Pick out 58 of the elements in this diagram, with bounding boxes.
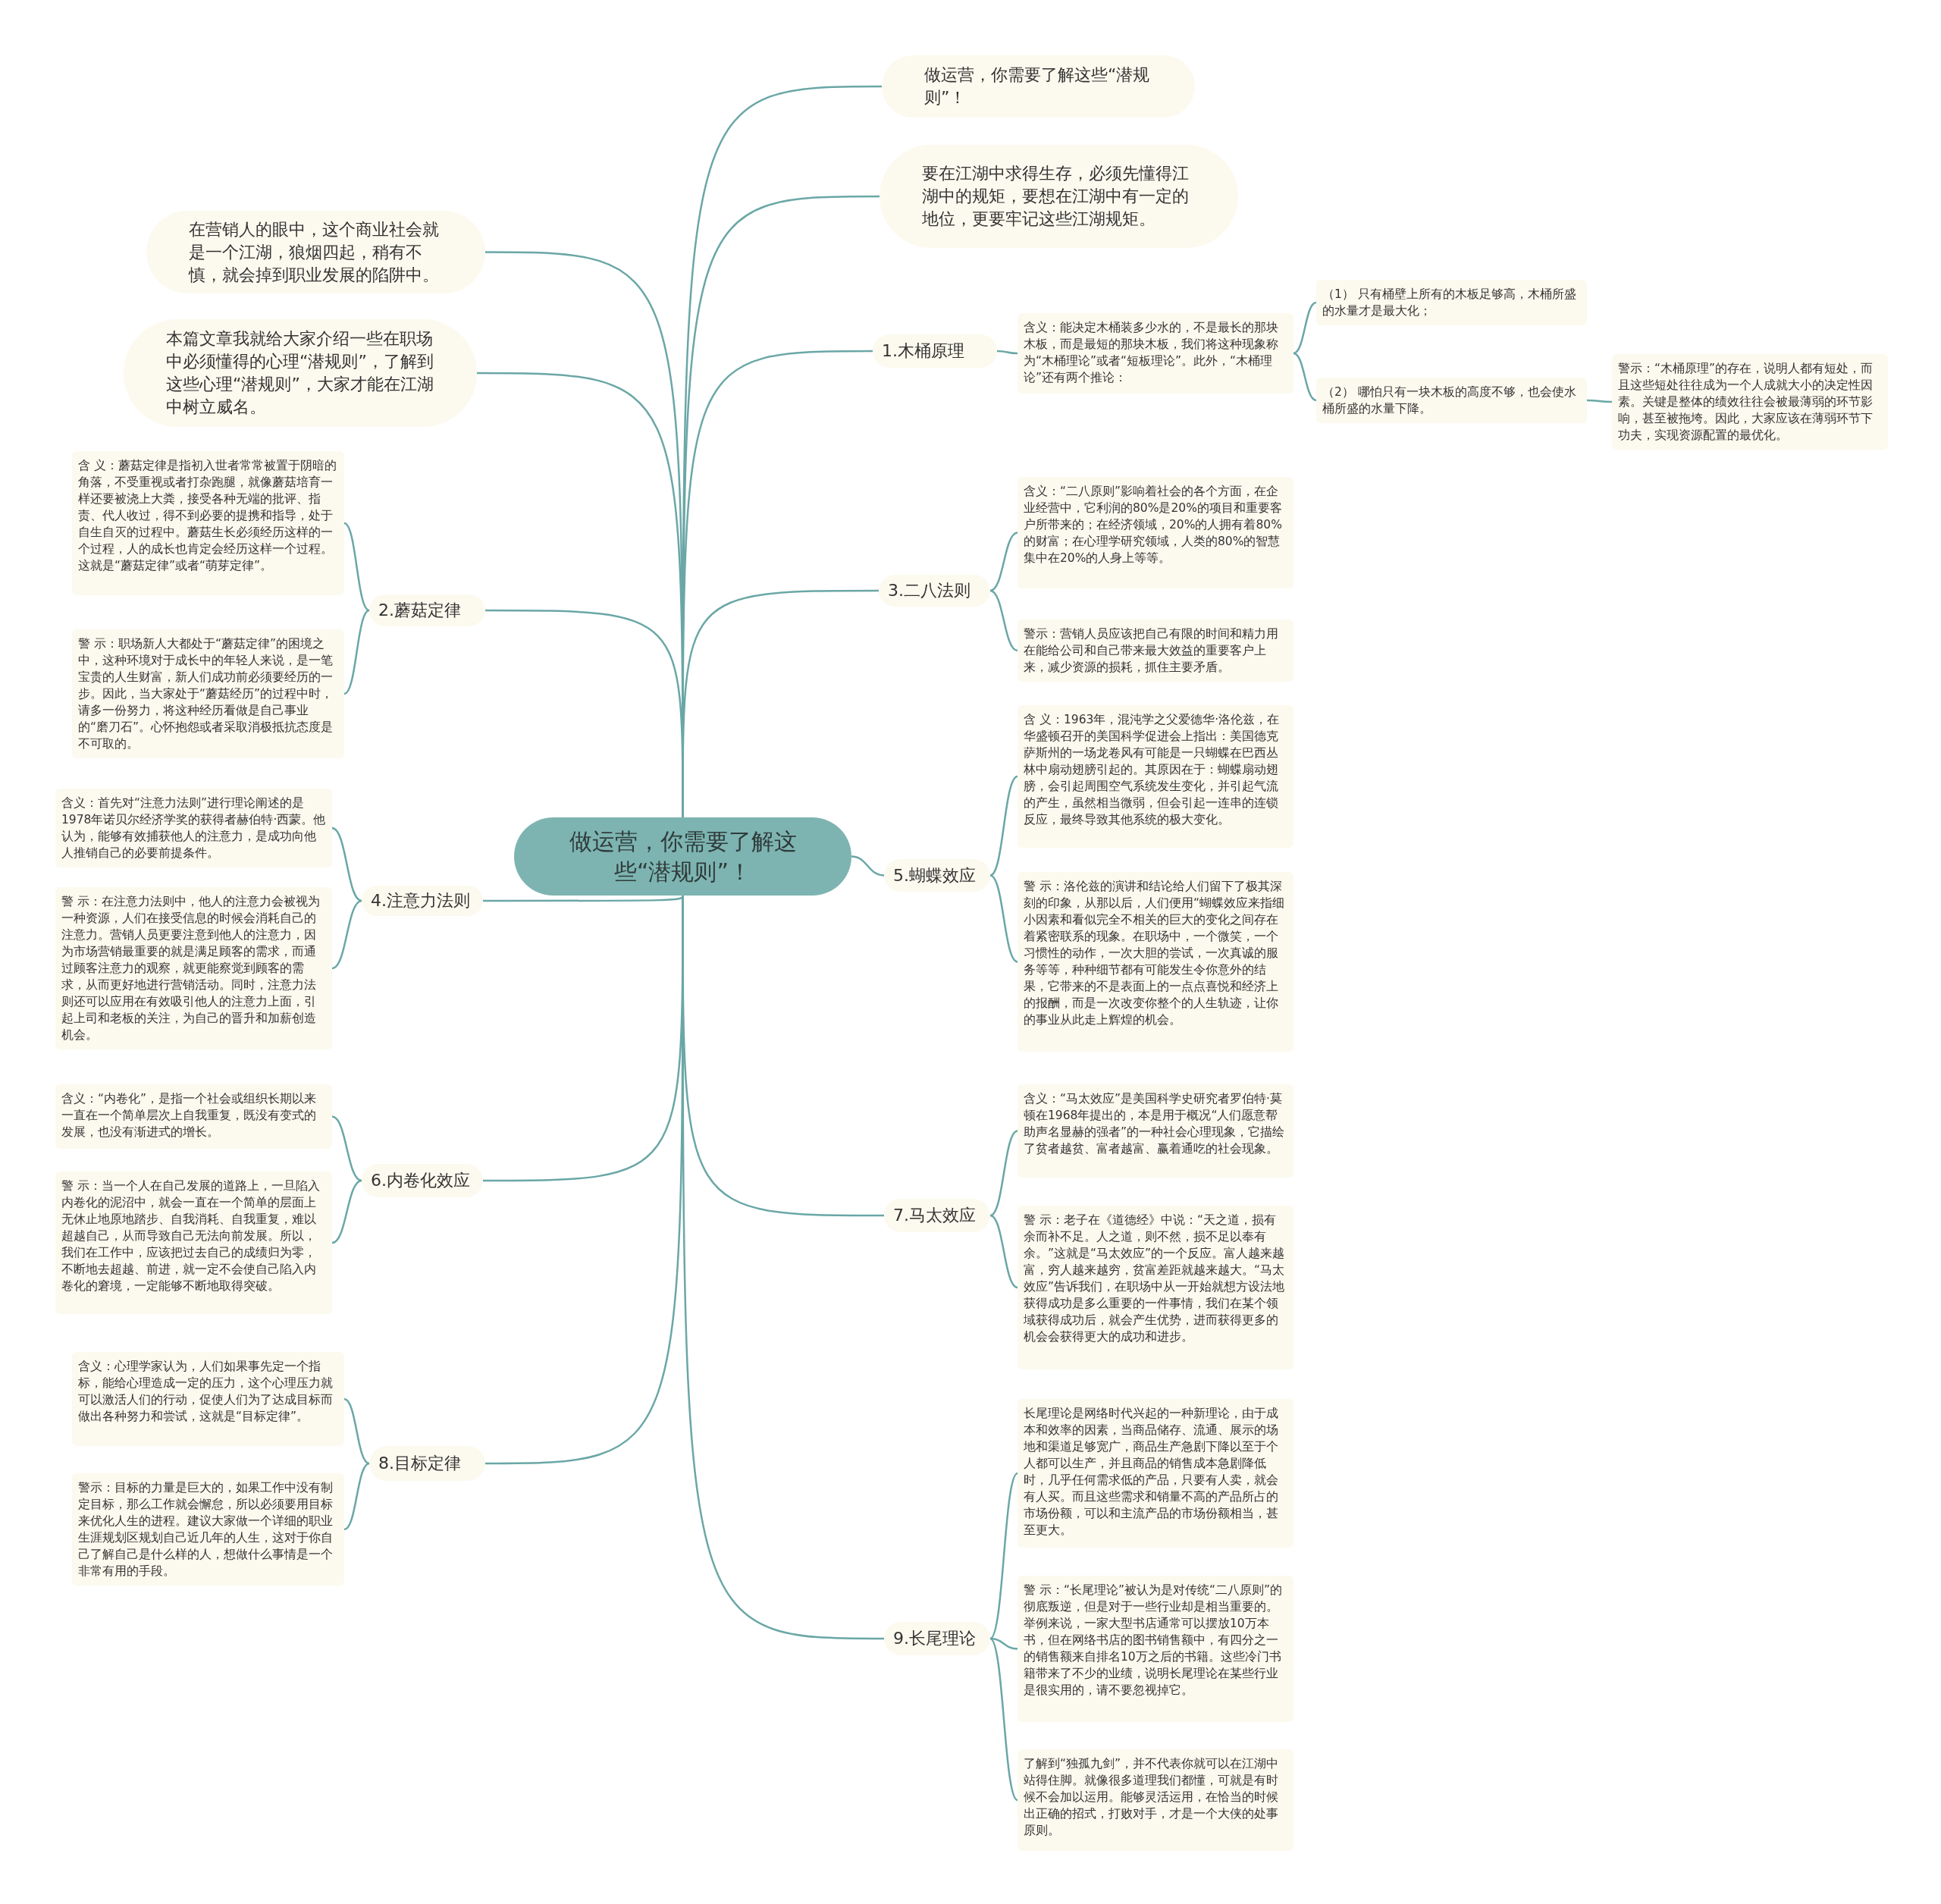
detail-card: 含义：“二八原则”影响着社会的各个方面，在企业经营中，它利润的80%是20%的项目和重要客户所带来的；在经济领域，20%的人拥有着80%的财富；在心理学研究领域，人类的80%的智慧集中在20%的人身上等等。	[1018, 477, 1293, 588]
connector-line	[331, 1115, 362, 1182]
connector-line	[1293, 352, 1317, 402]
connector-line	[1587, 399, 1612, 403]
branch-topic: 2.蘑菇定律	[369, 594, 485, 626]
branch-topic: 3.二八法则	[879, 575, 990, 607]
note-bubble: 本篇文章我就给大家介绍一些在职场中必须懂得的心理“潜规则”，了解到这些心理“潜规则”，大家才能在江湖中树立威名。	[124, 319, 477, 427]
connector-line	[331, 899, 362, 970]
detail-card: 长尾理论是网络时代兴起的一种新理论，由于成本和效率的因素，当商品储存、流通、展示的场地和渠道足够宽广，商品生产急剧下降以至于个人都可以生产，并且商品的销售成本急剧降低时，几乎任何需求低的产品，只要有人卖，就会有人买。而且这些需求和销量不高的产品所占的市场份额，可以和主流产品的市场份额相当，甚至更大。	[1018, 1399, 1293, 1548]
connector-line	[989, 1473, 1018, 1639]
detail-card: 警 示：职场新人大都处于“蘑菇定律”的困境之中，这种环境对于成长中的年轻人来说，是一笔宝贵的人生财富，新人们成功前必须要经历的一步。因此，当大家处于“蘑菇经历”的过程中时，请多一份努力，将这种经历看做是自己事业的“磨刀石”。心怀抱怨或者采取消极抵抗态度是不可取的。	[72, 629, 344, 758]
branch-topic: 8.目标定律	[369, 1446, 485, 1481]
detail-card: 含义：“内卷化”，是指一个社会或组织长期以来一直在一个简单层次上自我重复，既没有变式的发展，也没有渐进式的增长。	[55, 1084, 332, 1149]
detail-card: 含 义：蘑菇定律是指初入世者常常被置于阴暗的角落，不受重视或者打杂跑腿，就像蘑菇培育一样还要被浇上大粪，接受各种无端的批评、指责、代人收过，得不到必要的提携和指导，处于自生自灭的过程中。蘑菇生长必须经历这样的一个过程，人的成长也肯定会经历这样一个过程。这就是“蘑菇定律”或者“萌芽定律”。	[72, 451, 344, 595]
detail-card: 含义：首先对“注意力法则”进行理论阐述的是1978年诺贝尔经济学奖的获得者赫伯特·西蒙。他认为，能够有效捕获他人的注意力，是成功向他人推销自己的必要前提条件。	[55, 789, 332, 867]
connector-line	[343, 1397, 370, 1465]
connector-line	[483, 895, 684, 902]
detail-card: （1） 只有桶壁上所有的木板足够高，木桶所盛的水量才是最大化；	[1316, 280, 1587, 325]
connector-line	[989, 1637, 1018, 1650]
connector-line	[331, 827, 362, 902]
connector-line	[989, 775, 1018, 877]
detail-card: 警示：目标的力量是巨大的，如果工作中没有制定目标，那么工作就会懈怠，所以必须要用目标来优化人生的进程。建议大家做一个详细的职业生涯规划区规划自己近几年的人生，这对于你自己了解自己是什么样的人，想做什么事情是一个非常有用的手段。	[72, 1473, 344, 1586]
detail-card: 警 示：“长尾理论”被认为是对传统“二八原则”的彻底叛逆，但是对于一些行业却是相当重要的。举例来说，一家大型书店通常可以摆放10万本书，但在网络书店的图书销售额中，有四分之一的销售额来自排名10万之后的书籍。这些冷门书籍带来了不少的业绩，说明长尾理论在某些行业是很实用的，请不要忽视掉它。	[1018, 1576, 1293, 1722]
connector-line	[989, 1638, 1018, 1801]
connector-line	[989, 1214, 1018, 1289]
branch-topic: 7.马太效应	[884, 1199, 990, 1232]
branch-topic: 5.蝴蝶效应	[884, 859, 990, 892]
branch-topic: 4.注意力法则	[362, 886, 483, 916]
detail-card: 警示：“木桶原理”的存在，说明人都有短处，而且这些短处往往成为一个人成就大小的决定性因素。关键是整体的绩效往往会被最薄弱的环节影响，甚至被拖垮。因此，大家应该在薄弱环节下功夫，实现资源配置的最优化。	[1612, 354, 1888, 450]
detail-card: 了解到“独孤九剑”，并不代表你就可以在江湖中站得住脚。就像很多道理我们都懂，可就是有时候不会加以运用。能够灵活运用，在恰当的时候出正确的招式，打败对手，才是一个大侠的处事原则。	[1018, 1749, 1293, 1851]
branch-topic: 6.内卷化效应	[362, 1164, 483, 1197]
branch-topic: 1.木桶原理	[873, 334, 997, 368]
connector-line	[996, 350, 1018, 355]
detail-card: 警示：营销人员应该把自己有限的时间和精力用在能给公司和自己带来最大效益的重要客户上来，减少资源的损耗，抓住主要矛盾。	[1018, 620, 1293, 682]
detail-card: （2） 哪怕只有一块木板的高度不够，也会使水桶所盛的水量下降。	[1316, 378, 1587, 423]
note-bubble: 要在江湖中求得生存，必须先懂得江湖中的规矩，要想在江湖中有一定的地位，更要牢记这些江湖规矩。	[880, 145, 1238, 248]
detail-card: 含义：能决定木桶装多少水的，不是最长的那块木板，而是最短的那块木板，我们将这种现象称为“木桶理论”或者“短板理论”。此外，“木桶理论”还有两个推论：	[1018, 313, 1293, 394]
connector-line	[1293, 301, 1317, 355]
branch-topic: 9.长尾理论	[884, 1622, 990, 1655]
detail-card: 警 示：老子在《道德经》中说：“天之道，损有余而补不足。人之道，则不然，损不足以奉有余。”这就是“马太效应”的一个反应。富人越来越富，穷人越来越穷，贫富差距就越来越大。“马太效应”告诉我们，在职场中从一开始就想方设法地获得成功是多么重要的一件事情，我们在某个领域获得成功后，就会产生优势，进而获得更多的机会会获得更大的成功和进步。	[1018, 1206, 1293, 1369]
connector-line	[989, 874, 1018, 963]
connector-line	[343, 1462, 370, 1531]
note-bubble: 做运营，你需要了解这些“潜规则”！	[882, 55, 1195, 118]
connector-line	[343, 522, 370, 612]
connector-line	[851, 855, 885, 877]
connector-line	[331, 1179, 362, 1244]
detail-card: 警 示：洛伦兹的演讲和结论给人们留下了极其深刻的印象，从那以后，人们便用“蝴蝶效应来指细小因素和看似完全不相关的巨大的变化之间存在着紧密联系的现象。在职场中，一个微笑，一个习惯性的动作，一次大胆的尝试，一次真诚的服务等等，种种细节都有可能发生令你意外的结果，它带来的不是表面上的一点点喜悦和经济上的报酬，而是一次改变你整个的人生轨迹，让你的事业从此走上辉煌的机会。	[1018, 872, 1293, 1052]
connector-line	[989, 589, 1018, 652]
detail-card: 含义：心理学家认为，人们如果事先定一个指标，能给心理造成一定的压力，这个心理压力就可以激活人们的行动，促使人们为了达成目标而做出各种努力和尝试，这就是“目标定律”。	[72, 1352, 344, 1446]
detail-card: 含 义：1963年，混沌学之父爱德华·洛伦兹，在华盛顿召开的美国科学促进会上指出：美国德克萨斯州的一场龙卷风有可能是一只蝴蝶在巴西丛林中扇动翅膀引起的。其原因在于：蝴蝶扇动翅膀，会引起周围空气系统发生变化，并引起气流的产生，虽然相当微弱，但会引起一连串的连锁反应，最终导致其他系统的极大变化。	[1018, 705, 1293, 848]
connector-line	[989, 532, 1018, 592]
connector-line	[989, 1130, 1018, 1217]
connector-line	[343, 609, 370, 695]
detail-card: 警 示：在注意力法则中，他人的注意力会被视为一种资源，人们在接受信息的时候会消耗自己的注意力。营销人员更要注意到他人的注意力，因为市场营销最重要的就是满足顾客的需求，而通过顾客注意力的观察，就更能察觉到顾客的需求，从而更好地进行营销活动。同时，注意力法则还可以应用在有效吸引他人的注意力上面，引起上司和老板的关注，为自己的晋升和加薪创造机会。	[55, 887, 332, 1049]
central-topic: 做运营，你需要了解这些“潜规则”！	[514, 817, 851, 896]
detail-card: 含义：“马太效应”是美国科学史研究者罗伯特·莫顿在1968年提出的，本是用于概况“人们愿意帮助声名显赫的强者”的一种社会心理现象，它描绘了贫者越贫、富者越富、赢着通吃的社会现象。	[1018, 1084, 1293, 1178]
detail-card: 警 示：当一个人在自己发展的道路上，一旦陷入内卷化的泥沼中，就会一直在一个简单的层面上无休止地原地踏步、自我消耗、自我重复，难以超越自己，从而导致自己无法向前发展。所以，我们在工作中，应该把过去自己的成绩归为零，不断地去超越、前进，就一定不会使自己陷入内卷化的窘境，一定能够不断地取得突破。	[55, 1172, 332, 1314]
note-bubble: 在营销人的眼中，这个商业社会就是一个江湖，狼烟四起，稍有不慎，就会掉到职业发展的陷阱中。	[146, 211, 485, 293]
